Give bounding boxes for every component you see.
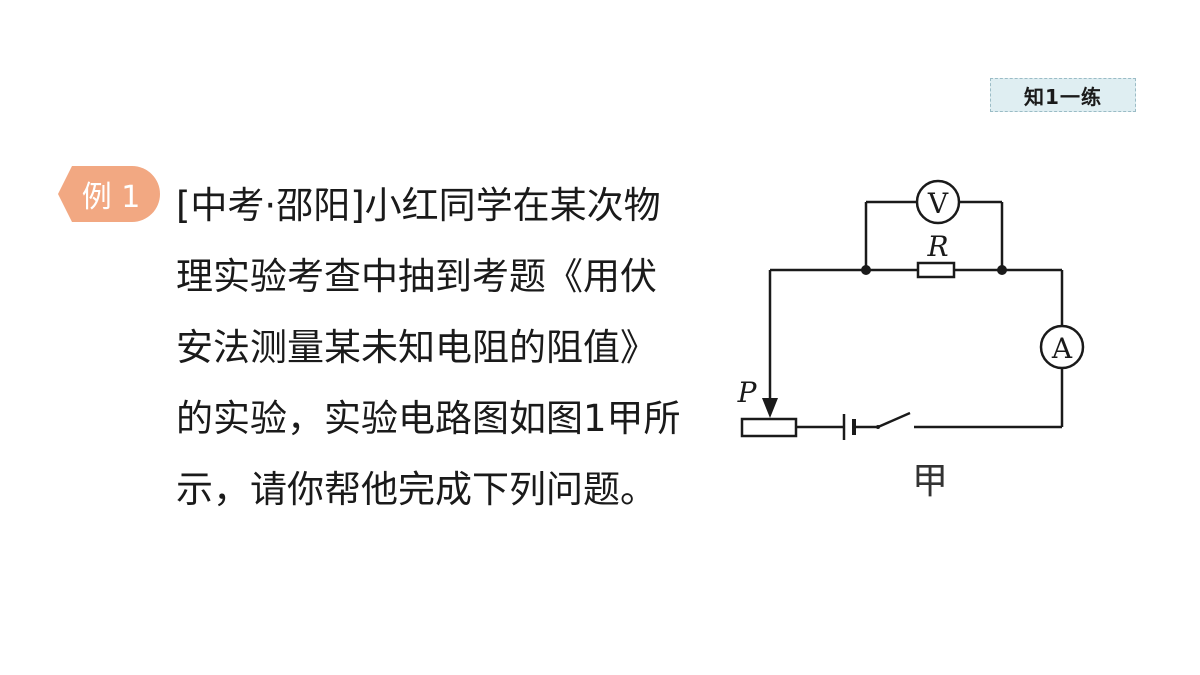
question-line-1: [中考·邵阳]小红同学在某次物 bbox=[176, 184, 661, 227]
section-tag: 知1一练 bbox=[990, 78, 1136, 112]
example-label: 例 1 bbox=[81, 180, 141, 215]
slider-label: P bbox=[737, 376, 758, 409]
question-text: [中考·邵阳]小红同学在某次物 理实验考查中抽到考题《用伏 安法测量某未知电阻的… bbox=[176, 170, 716, 525]
junction-right-dot bbox=[997, 265, 1007, 275]
question-line-4: 的实验，实验电路图如图1甲所 bbox=[176, 397, 681, 440]
junction-left-dot bbox=[861, 265, 871, 275]
voltmeter-icon bbox=[915, 179, 961, 225]
question-line-3: 安法测量某未知电阻的阻值》 bbox=[176, 326, 657, 369]
slider-arrow-icon bbox=[762, 398, 778, 418]
resistor-label: R bbox=[926, 230, 948, 263]
switch-blade bbox=[877, 411, 911, 429]
example-badge: 例 1 bbox=[58, 166, 160, 222]
switch-pivot bbox=[876, 425, 880, 429]
figure-caption: 甲 bbox=[912, 461, 949, 502]
resistor-icon bbox=[916, 261, 956, 279]
question-line-5: 示，请你帮他完成下列问题。 bbox=[176, 468, 657, 511]
ammeter-icon bbox=[1039, 324, 1085, 370]
ammeter-symbol: A bbox=[1051, 332, 1073, 365]
question-line-2: 理实验考查中抽到考题《用伏 bbox=[176, 255, 657, 298]
voltmeter-symbol: V bbox=[927, 187, 949, 220]
rheostat-icon bbox=[740, 417, 798, 438]
